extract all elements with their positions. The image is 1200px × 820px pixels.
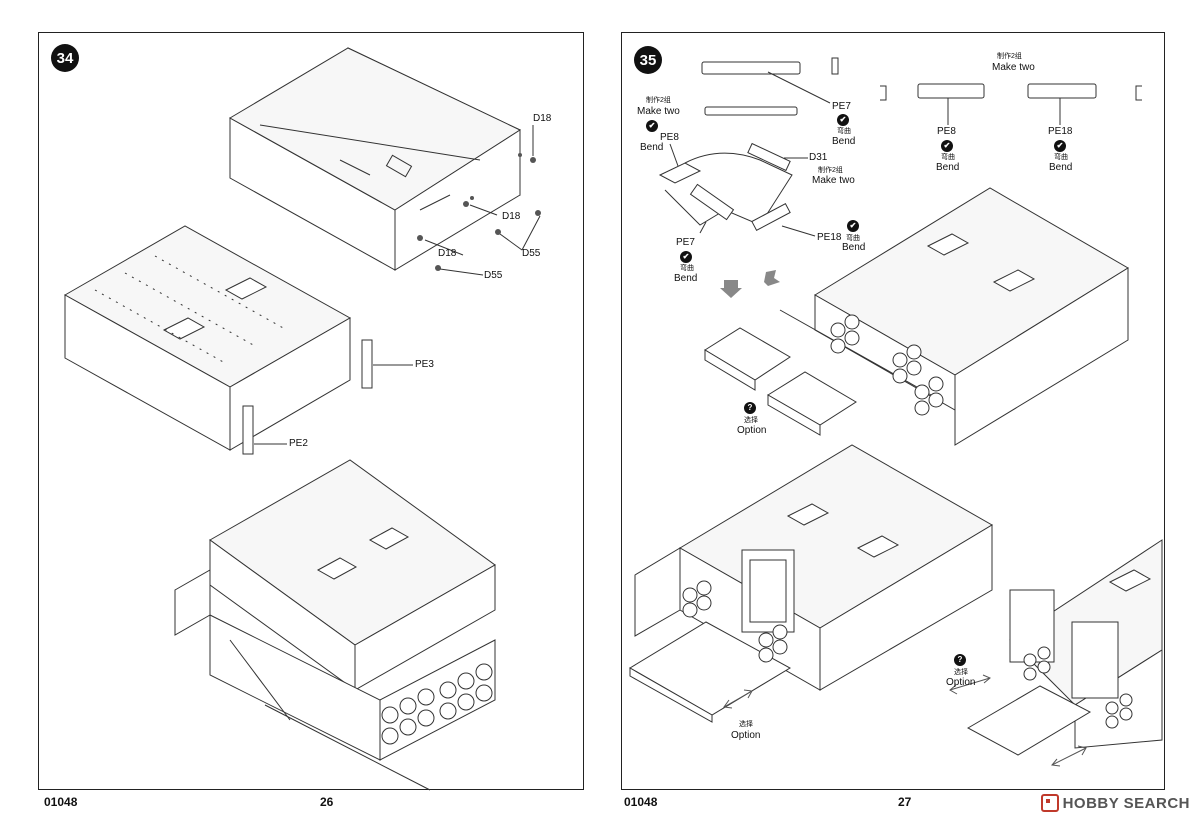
label-pe18-right: PE18 bbox=[1048, 126, 1073, 137]
label-pe8-right: PE8 bbox=[937, 126, 956, 137]
option-cn-2: 选择 bbox=[954, 669, 968, 676]
bend-cn-pe18-right: 弯曲 bbox=[1054, 154, 1068, 161]
open-box-drawing bbox=[228, 47, 522, 271]
bend-en-pe18-right: Bend bbox=[1049, 162, 1073, 173]
left-page-number: 26 bbox=[320, 795, 334, 809]
slide-arrows bbox=[723, 674, 1087, 767]
label-d31: D31 bbox=[809, 152, 828, 163]
bend-check-icon: ✔ bbox=[1054, 140, 1066, 152]
label-pe2: PE2 bbox=[289, 438, 308, 449]
tube-cells-left bbox=[381, 663, 493, 745]
bend-en-pe18-mid: Bend bbox=[842, 242, 866, 253]
left-footer-code: 01048 bbox=[44, 795, 78, 809]
label-d18-c: D18 bbox=[438, 248, 457, 259]
bend-cn-pe7-left: 弯曲 bbox=[680, 265, 694, 272]
bend-cn-pe8-right: 弯曲 bbox=[941, 154, 955, 161]
hardware-parts bbox=[417, 153, 541, 271]
make-two-en-d31: Make two bbox=[812, 175, 855, 186]
leader-pe7-top bbox=[767, 71, 831, 104]
right-page-number: 27 bbox=[898, 795, 912, 809]
container-small-drawing bbox=[966, 539, 1163, 756]
bend-en-pe7-top: Bend bbox=[832, 136, 856, 147]
tube-cells-small bbox=[1023, 646, 1133, 729]
label-d55-a: D55 bbox=[522, 248, 541, 259]
hobby-search-logo-icon bbox=[1040, 794, 1059, 812]
option-question-icon: ? bbox=[954, 654, 966, 666]
step-34-badge: 34 bbox=[51, 44, 79, 72]
pe-parts-drawing bbox=[658, 57, 1142, 232]
tube-cells-bottom bbox=[682, 580, 788, 663]
option-cn-3: 选择 bbox=[739, 721, 753, 728]
make-two-cn-top-right: 制作2组 bbox=[997, 53, 1022, 60]
label-d55-b: D55 bbox=[484, 270, 503, 281]
launcher-assembly-drawing bbox=[174, 459, 496, 791]
option-cn-1: 选择 bbox=[744, 417, 758, 424]
make-two-cn-left: 制作2组 bbox=[646, 97, 671, 104]
right-footer-code: 01048 bbox=[624, 795, 658, 809]
label-pe7-top: PE7 bbox=[832, 101, 851, 112]
bend-cn-pe7-top: 弯曲 bbox=[837, 128, 851, 135]
bend-en-pe8-left: Bend bbox=[640, 142, 664, 153]
hobby-search-watermark: HOBBY SEARCH bbox=[1040, 794, 1190, 812]
tube-cells-mid bbox=[830, 314, 944, 416]
bend-check-icon: ✔ bbox=[941, 140, 953, 152]
make-two-en-left: Make two bbox=[637, 106, 680, 117]
option-en-1: Option bbox=[737, 425, 767, 436]
bend-cn-pe18-mid: 弯曲 bbox=[846, 235, 860, 242]
bend-en-pe8-right: Bend bbox=[936, 162, 960, 173]
option-question-icon: ? bbox=[744, 402, 756, 414]
option-en-3: Option bbox=[731, 730, 761, 741]
closed-box-drawing bbox=[63, 225, 373, 455]
make-two-cn-d31: 制作2组 bbox=[818, 167, 843, 174]
label-pe8-left: PE8 bbox=[660, 132, 679, 143]
step-35-badge: 35 bbox=[634, 46, 662, 74]
direction-arrows bbox=[720, 270, 780, 298]
bend-check-icon: ✔ bbox=[646, 120, 658, 132]
bend-check-icon: ✔ bbox=[837, 114, 849, 126]
bend-check-icon: ✔ bbox=[847, 220, 859, 232]
label-pe18-mid: PE18 bbox=[817, 232, 842, 243]
option-en-2: Option bbox=[946, 677, 976, 688]
label-pe3: PE3 bbox=[415, 359, 434, 370]
watermark-text: HOBBY SEARCH bbox=[1062, 794, 1190, 812]
bend-en-pe7-left: Bend bbox=[674, 273, 698, 284]
bend-check-icon: ✔ bbox=[680, 251, 692, 263]
container-open-drawing bbox=[629, 444, 993, 723]
label-d18-a: D18 bbox=[533, 113, 552, 124]
make-two-en-top-right: Make two bbox=[992, 62, 1035, 73]
label-d18-b: D18 bbox=[502, 211, 521, 222]
label-pe7-left: PE7 bbox=[676, 237, 695, 248]
